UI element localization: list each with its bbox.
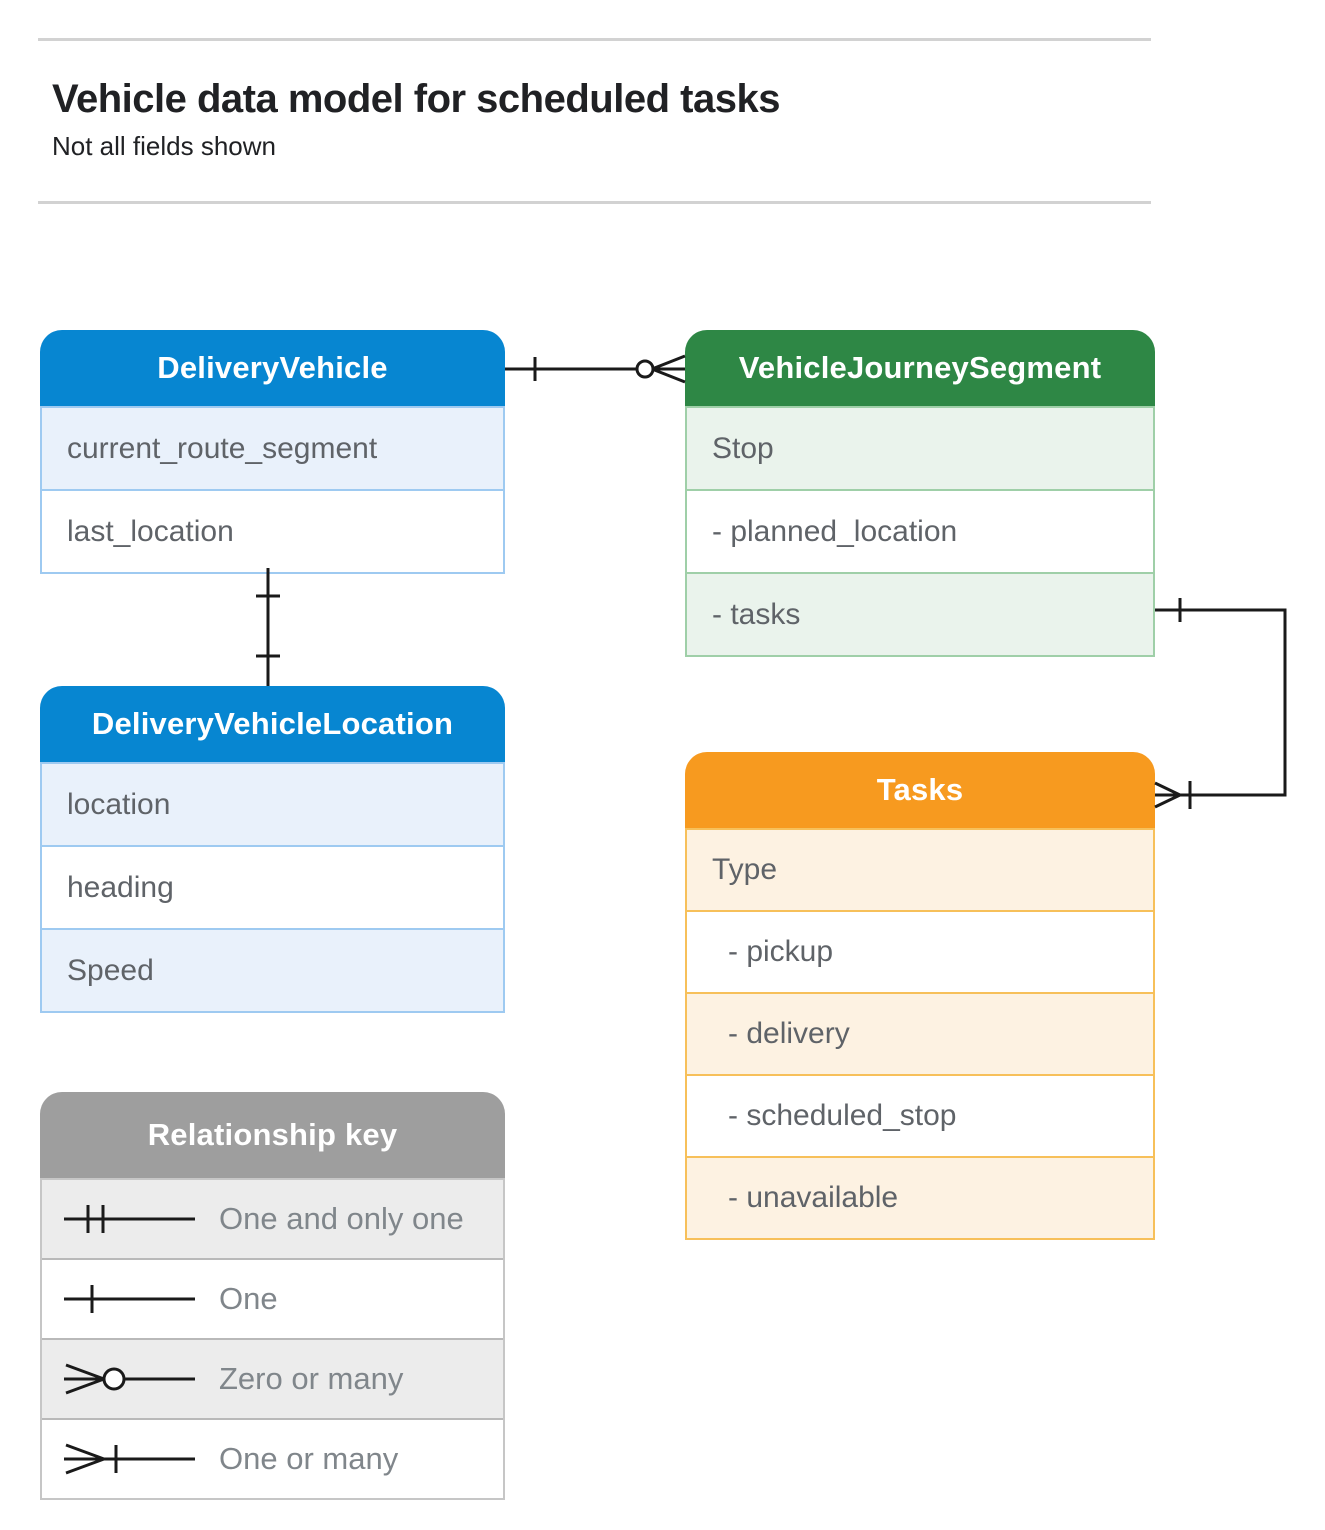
entity-fields: Stop - planned_location - tasks [685,406,1155,657]
legend-item: One and only one [42,1180,503,1258]
page-title: Vehicle data model for scheduled tasks [52,77,780,121]
zero-circle-marker [635,359,655,379]
connector-deliveryvehicle-vehiclejourneysegment [505,354,686,384]
entity-header-delivery-vehicle: DeliveryVehicle [40,330,505,406]
entity-title: Tasks [876,772,964,807]
entity-fields: location heading Speed [40,762,505,1013]
field-row: location [42,764,503,845]
entity-header-vehicle-journey-segment: VehicleJourneySegment [685,330,1155,406]
crow-foot-marker [651,354,686,384]
field-row: Stop [687,408,1153,489]
one-icon [64,1285,195,1313]
field-label: location [67,787,171,821]
relationship-key-title: Relationship key [147,1117,398,1152]
field-row: - scheduled_stop [687,1074,1153,1156]
legend-item: Zero or many [42,1338,503,1418]
field-row: - planned_location [687,489,1153,572]
field-row: last_location [42,489,503,572]
field-label: last_location [67,514,234,548]
entity-vehicle-journey-segment: VehicleJourneySegment Stop - planned_loc… [685,330,1155,657]
entity-fields: Type - pickup - delivery - scheduled_sto… [685,828,1155,1240]
entity-delivery-vehicle: DeliveryVehicle current_route_segment la… [40,330,505,574]
field-label: - scheduled_stop [728,1099,957,1132]
field-row: Speed [42,928,503,1011]
one-and-only-one-icon [64,1205,195,1233]
entity-title: DeliveryVehicle [157,350,388,385]
entity-title: DeliveryVehicleLocation [91,706,454,741]
field-label: - planned_location [712,514,958,548]
field-label: - tasks [712,597,801,631]
field-label: Speed [67,953,154,987]
field-row: - unavailable [687,1156,1153,1238]
crow-foot-marker [1154,781,1181,809]
connector-vehiclejourneysegment-tasks [1154,598,1287,809]
legend-label: Zero or many [219,1361,404,1396]
field-row: current_route_segment [42,408,503,489]
relationship-key-header: Relationship key [40,1092,505,1178]
connector-deliveryvehicle-deliveryvehiclelocation [256,568,280,686]
one-or-many-icon [64,1443,195,1475]
zero-or-many-icon [64,1363,195,1395]
field-row: heading [42,845,503,928]
legend-label: One and only one [219,1201,464,1236]
legend-item: One or many [42,1418,503,1498]
field-label: current_route_segment [67,431,378,465]
field-label: heading [67,870,174,904]
entity-header-delivery-vehicle-location: DeliveryVehicleLocation [40,686,505,762]
header-divider [38,201,1151,204]
field-label: Stop [712,431,774,465]
entity-header-tasks: Tasks [685,752,1155,828]
field-row: - delivery [687,992,1153,1074]
field-label: - delivery [728,1017,850,1050]
page-subtitle: Not all fields shown [52,131,276,161]
legend-label: One [219,1281,278,1316]
field-label: Type [712,853,778,886]
entity-delivery-vehicle-location: DeliveryVehicleLocation location heading… [40,686,505,1013]
field-row: Type [687,830,1153,910]
relationship-key: Relationship key One and only one One [40,1092,505,1500]
relationship-key-rows: One and only one One Zero or many [40,1178,505,1500]
field-label: - pickup [728,935,834,968]
field-row: - pickup [687,910,1153,992]
legend-item: One [42,1258,503,1338]
field-label: - unavailable [728,1181,899,1214]
entity-fields: current_route_segment last_location [40,406,505,574]
entity-title: VehicleJourneySegment [738,350,1102,385]
top-divider [38,38,1151,41]
legend-label: One or many [219,1441,399,1476]
entity-tasks: Tasks Type - pickup - delivery - schedul… [685,752,1155,1240]
field-row: - tasks [687,572,1153,655]
